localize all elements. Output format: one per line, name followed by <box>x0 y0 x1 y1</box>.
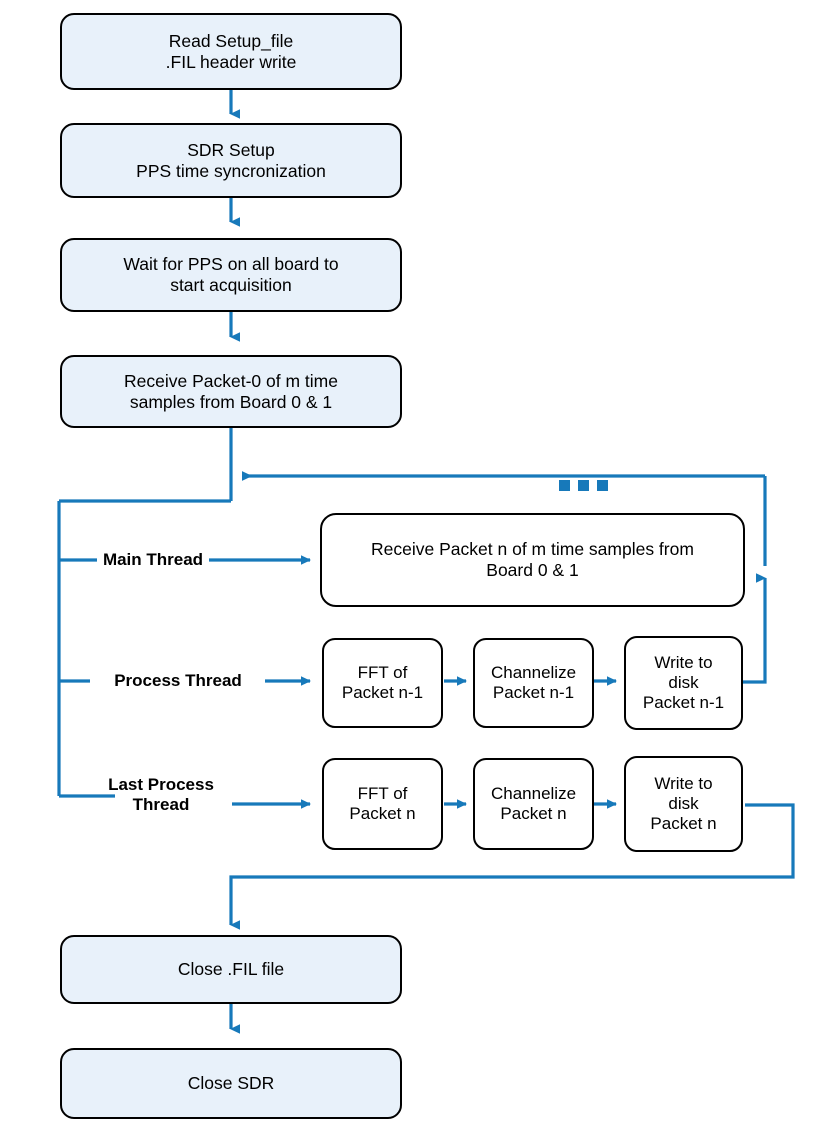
edge-write1-to-receive-n <box>742 573 767 684</box>
node-receive-packet-n[interactable]: Receive Packet n of m time samples from … <box>320 513 745 607</box>
node-wait-for-pps[interactable]: Wait for PPS on all board to start acqui… <box>60 238 402 312</box>
node-channelize-packet-n[interactable]: Channelize Packet n <box>473 758 594 850</box>
node-receive-packet-0[interactable]: Receive Packet-0 of m time samples from … <box>60 355 402 428</box>
ellipsis-marks <box>559 480 608 491</box>
node-channelize-packet-n-minus-1[interactable]: Channelize Packet n-1 <box>473 638 594 728</box>
label-main-thread: Main Thread <box>102 549 204 569</box>
node-close-fil-file[interactable]: Close .FIL file <box>60 935 402 1004</box>
node-sdr-setup[interactable]: SDR Setup PPS time syncronization <box>60 123 402 198</box>
label-process-thread: Process Thread <box>114 670 242 690</box>
node-read-setup-file[interactable]: Read Setup_file .FIL header write <box>60 13 402 90</box>
node-fft-packet-n-minus-1[interactable]: FFT of Packet n-1 <box>322 638 443 728</box>
node-write-disk-packet-n-minus-1[interactable]: Write to disk Packet n-1 <box>624 636 743 730</box>
node-fft-packet-n[interactable]: FFT of Packet n <box>322 758 443 850</box>
label-last-process-thread: Last Process Thread <box>108 774 214 814</box>
node-close-sdr[interactable]: Close SDR <box>60 1048 402 1119</box>
node-write-disk-packet-n[interactable]: Write to disk Packet n <box>624 756 743 852</box>
